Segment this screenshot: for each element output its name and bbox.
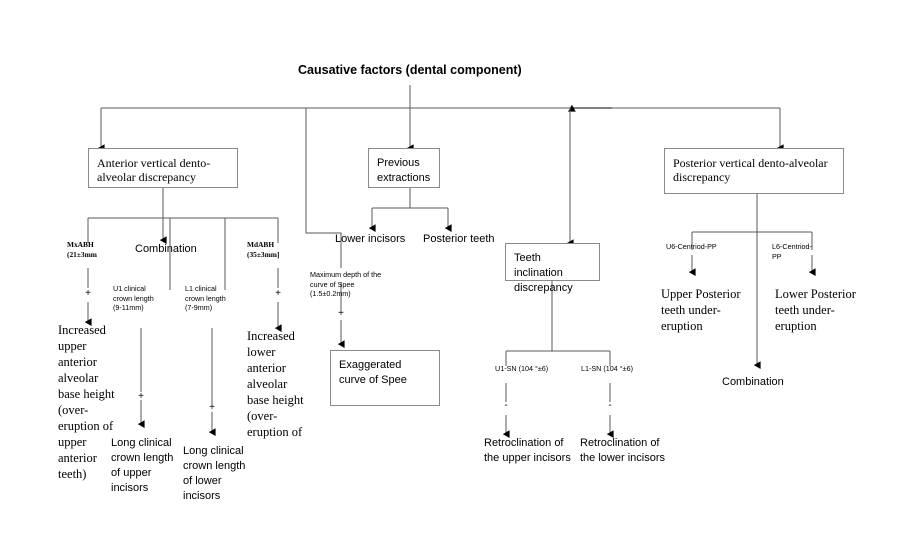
sign-u1-plus: + (138, 391, 144, 402)
node-anterior-vertical-discrepancy[interactable]: Anterior vertical dento-alveolar discrep… (88, 148, 238, 188)
node-exaggerated-curve-of-spee[interactable]: Exaggerated curve of Spee (330, 350, 440, 406)
label-l6-centroid-pp: L6-Centriod-PP (772, 242, 812, 261)
child-posterior-teeth: Posterior teeth (423, 233, 495, 245)
label-combination-anterior: Combination (135, 243, 197, 255)
label-l1-sn: L1-SN (104 °±6) (581, 364, 633, 373)
node-teeth-inclination-label: Teeth inclination discrepancy (514, 252, 573, 294)
node-anterior-label: Anterior vertical dento-alveolar discrep… (97, 156, 211, 184)
node-exaggerated-curve-label: Exaggerated curve of Spee (339, 359, 407, 386)
child-lower-incisors: Lower incisors (335, 233, 406, 245)
sign-l1-minus: - (608, 400, 612, 411)
sign-spee-plus: + (338, 308, 344, 319)
sign-l1-plus: + (209, 402, 215, 413)
label-u6-centroid-pp: U6-Centriod-PP (666, 242, 717, 251)
page-title: Causative factors (dental component) (298, 63, 522, 77)
label-l1-crown-length: L1 clinical crown length (7-9mm) (185, 284, 226, 312)
outcome-long-crown-upper-incisors: Long clinical crown length of upper inci… (111, 437, 174, 494)
outcome-lower-posterior-under-eruption: Lower Posterior teeth under-eruption (775, 287, 856, 333)
sign-u1-minus: - (504, 400, 508, 411)
label-mx-abh: MxABH (21±3mm (67, 240, 97, 259)
outcome-lower-anterior-base-height: Increased lower anterior alveolar base h… (247, 329, 304, 439)
label-md-abh: MdABH (35±3mm] (247, 240, 280, 259)
outcome-retroclination-lower-incisors: Retroclination of the lower incisors (580, 437, 665, 464)
node-posterior-vertical-discrepancy[interactable]: Posterior vertical dento-alveolar discre… (664, 148, 844, 194)
outcome-retroclination-upper-incisors: Retroclination of the upper incisors (484, 437, 571, 464)
node-previous-extractions-label: Previous extractions (377, 157, 431, 184)
sign-md-plus: + (275, 288, 281, 299)
label-u1-crown-length: U1 clinical crown length (9-11mm) (113, 284, 154, 312)
outcome-combination-posterior: Combination (722, 376, 784, 388)
outcome-long-crown-lower-incisors: Long clinical crown length of lower inci… (183, 445, 246, 502)
label-u1-sn: U1-SN (104 °±6) (495, 364, 549, 373)
node-posterior-label: Posterior vertical dento-alveolar discre… (673, 156, 828, 184)
node-teeth-inclination-discrepancy[interactable]: Teeth inclination discrepancy (505, 243, 600, 294)
outcome-upper-anterior-base-height: Increased upper anterior alveolar base h… (58, 323, 115, 481)
sign-mx-plus: + (85, 288, 91, 299)
label-max-depth-curve-of-spee: Maximum depth of the curve of Spee (1.5±… (310, 270, 382, 298)
outcome-upper-posterior-under-eruption: Upper Posterior teeth under-eruption (661, 287, 741, 333)
node-previous-extractions[interactable]: Previous extractions (368, 148, 440, 188)
